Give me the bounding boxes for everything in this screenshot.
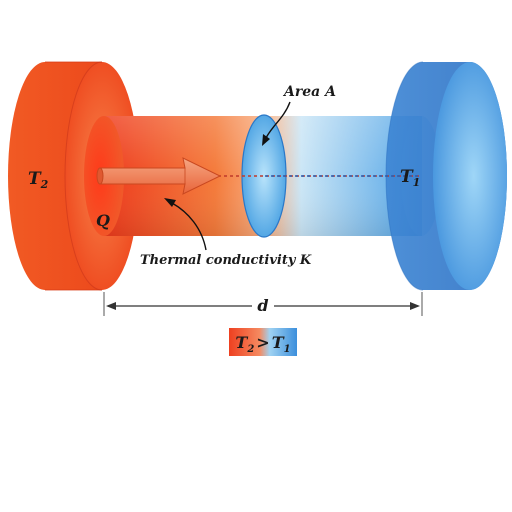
distance-label: d [257,296,268,315]
heat-q-label: Q [96,211,110,230]
cold-temperature-label: T1 [400,167,420,189]
conductivity-pointer [164,198,207,251]
heat-flow-arrow [96,157,222,195]
svg-text:T2>T1: T2>T1 [235,333,290,355]
distance-dimension [103,292,423,316]
area-label: Area A [282,84,336,100]
hot-temperature-label: T2 [28,169,49,191]
temperature-condition-badge: T2>T1 [229,328,297,356]
cold-reservoir [385,61,507,291]
area-pointer [262,101,291,146]
conductivity-label: Thermal conductivity K [140,253,312,268]
